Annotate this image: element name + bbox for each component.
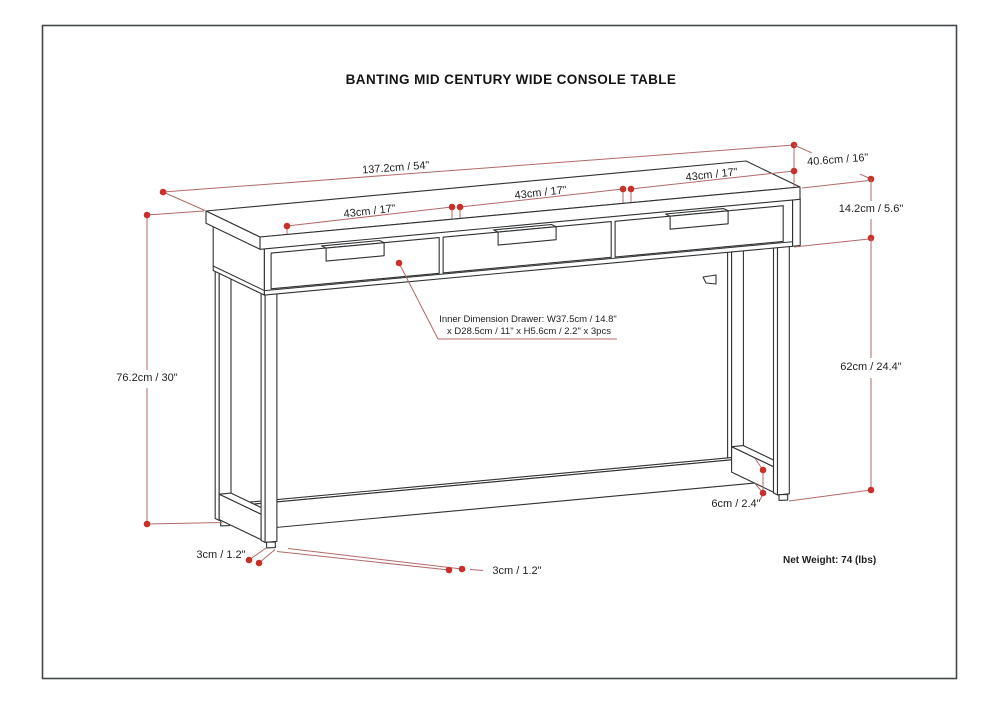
leg-front-right [772,244,790,501]
drawer-3 [614,205,784,258]
leg-back-left [214,269,232,527]
dim-label-leg-thickness-right: 3cm / 1.2" [492,565,541,577]
page-border [41,24,958,680]
dim-drawer-1-width: 43cm / 17" [283,203,456,234]
cabinet-right-end [792,197,801,247]
foot-pad [778,493,789,501]
drawer-handle [669,210,729,230]
stretcher-long [249,455,756,531]
net-weight-label: Net Weight: 74 (lbs) [783,555,876,566]
support-bracket [702,274,717,285]
dim-leg-thickness-left: 3cm / 1.2" [196,547,276,567]
foot-pad [266,541,276,549]
drawer-1 [270,237,440,290]
dim-label-drawer-2: 43cm / 17" [514,184,567,202]
drawer-2 [442,221,612,274]
drawer-handle [325,242,385,262]
cabinet-bottom-rail [264,241,793,292]
dim-overall-width: 137.2cm / 54" [159,141,798,211]
dim-label-overall-width: 137.2cm / 54" [362,159,430,176]
dim-label-leg-height: 62cm / 24.4" [840,361,901,373]
leg-back-right [727,222,744,479]
dim-label-leg-thickness-left: 3cm / 1.2" [196,549,245,561]
dim-label-drawer-3: 43cm / 17" [685,166,738,184]
top-left-edge [205,210,261,250]
cabinet-bottom-rail-left [212,265,265,292]
page-title: BANTING MID CENTURY WIDE CONSOLE TABLE [346,72,677,87]
dim-label-top-height: 14.2cm / 5.6" [839,203,904,215]
dim-drawer-3-width: 43cm / 17" [627,166,798,202]
dim-label-drawer-1: 43cm / 17" [343,203,396,221]
dim-stretcher-height: 6cm / 2.4" [711,458,767,510]
leg-front-left [260,291,278,549]
dim-leg-height: 62cm / 24.4" [788,238,902,502]
dim-label-stretcher-height: 6cm / 2.4" [711,498,760,510]
callout-inner-drawer-dimension: Inner Dimension Drawer: W37.5cm / 14.8" … [395,259,617,340]
dim-depth: 40.6cm / 16" [793,144,875,183]
dim-label-overall-height: 76.2cm / 30" [116,372,177,384]
dim-leg-thickness-right: 3cm / 1.2" [276,548,542,577]
dim-drawer-2-width: 43cm / 17" [456,184,627,218]
inner-drawer-dimension-line1: Inner Dimension Drawer: W37.5cm / 14.8" [439,314,617,325]
dim-label-depth: 40.6cm / 16" [807,152,869,169]
drawer-handle [497,226,557,246]
dim-top-height: 14.2cm / 5.6" [793,179,904,248]
console-table-drawing [205,160,801,549]
dim-overall-height: 76.2cm / 30" [116,210,223,528]
inner-drawer-dimension-line2: x D28.5cm / 11" x H5.6cm / 2.2" x 3pcs [447,326,611,337]
